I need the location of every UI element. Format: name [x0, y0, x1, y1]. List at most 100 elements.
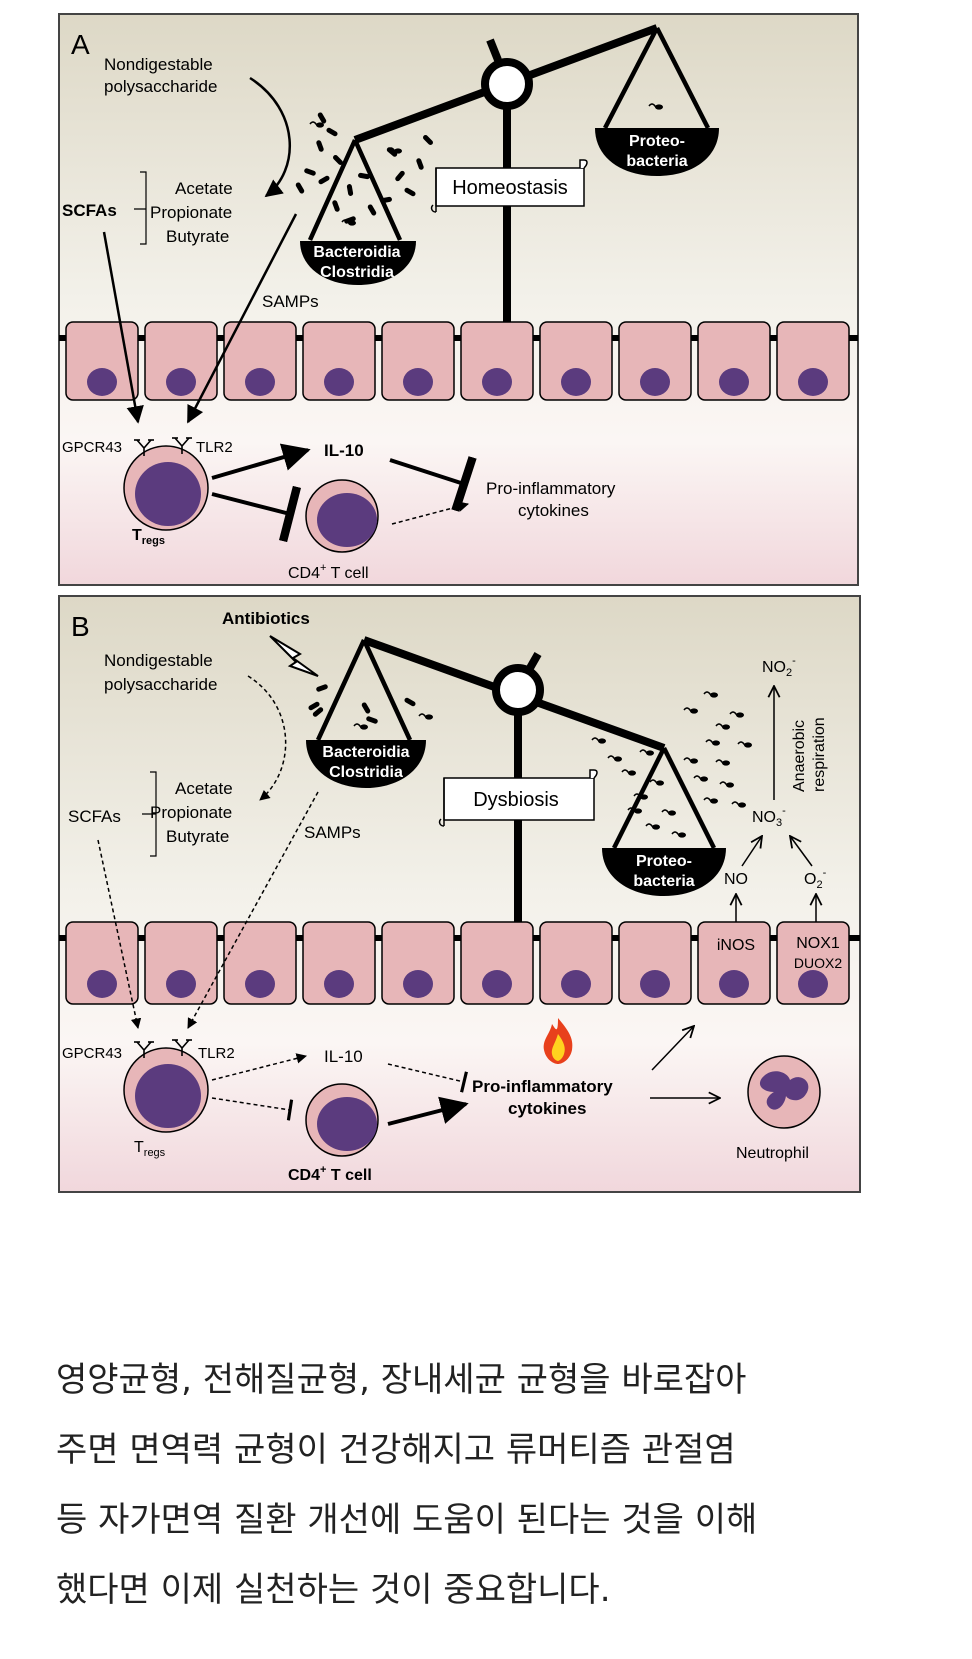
nondigestable-label-b-1: Nondigestable [104, 651, 213, 670]
left-pan-strings-b [315, 639, 413, 741]
caption-line-2: 주면 면역력 균형이 건강해지고 류머티즘 관절염 [56, 1430, 736, 1470]
il10-inhibits-cytokines-b [387, 1063, 468, 1093]
antibiotics-label: Antibiotics [222, 609, 310, 628]
scfa-bracket [134, 171, 147, 245]
acetate-label: Acetate [175, 179, 233, 198]
butyrate-label: Butyrate [166, 227, 229, 246]
no-to-no3-arrow [741, 836, 762, 867]
epithelial-nucleus [324, 368, 354, 396]
proinflam-label-a-2: cytokines [518, 501, 589, 520]
epithelial-cell [65, 321, 139, 401]
cd4-to-cytokines-arrow-a [391, 501, 470, 525]
epithelial-nucleus [87, 970, 117, 998]
right-pan [595, 128, 719, 176]
cd4-to-cytokines-arrow-b [387, 1096, 469, 1126]
il10-label-a: IL-10 [324, 441, 364, 460]
epithelial-cell [144, 321, 218, 401]
treg-nucleus-a [135, 462, 201, 526]
neutrophil-nucleus [759, 1071, 809, 1110]
propionate-label-b: Propionate [150, 803, 232, 822]
balance-pivot [481, 58, 533, 110]
gpcr43-label-a: GPCR43 [62, 439, 122, 456]
treg-to-il10-arrow [211, 443, 311, 480]
scfas-label-b: SCFAs [68, 807, 121, 826]
epithelial-cell [618, 321, 692, 401]
cd4-nucleus-b [317, 1097, 377, 1151]
left-pan-label-b-2: Clostridia [329, 764, 403, 781]
epithelial-nucleus [798, 970, 828, 998]
treg-nucleus-b [135, 1064, 201, 1128]
caption-line-1: 영양균형, 전해질균형, 장내세균 균형을 바로잡아 [56, 1360, 747, 1400]
epithelial-nucleus [245, 970, 275, 998]
caption-line-3: 등 자가면역 질환 개선에 도움이 된다는 것을 이해 [56, 1500, 758, 1540]
epithelial-cell [381, 921, 455, 1005]
tlr2-label-b: TLR2 [198, 1045, 235, 1062]
no2-label: NO2- [762, 655, 796, 679]
homeostasis-text: Homeostasis [452, 177, 568, 199]
propionate-label: Propionate [150, 203, 232, 222]
epithelial-cell [223, 921, 297, 1005]
dysbiosis-text: Dysbiosis [473, 789, 559, 811]
epithelial-cell [460, 321, 534, 401]
epithelial-nucleus [87, 368, 117, 396]
nondigestable-label-b-2: polysaccharide [104, 675, 217, 694]
epithelial-nucleus [561, 368, 591, 396]
samps-label: SAMPs [262, 292, 319, 311]
butyrate-label-b: Butyrate [166, 827, 229, 846]
cd4-label-a: CD4+ T cell [288, 562, 369, 582]
epithelial-nucleus [403, 368, 433, 396]
epithelial-cell [302, 921, 376, 1005]
left-pan-label-1: Bacteroidia [313, 244, 400, 261]
right-pan-label-1: Proteo- [629, 133, 685, 150]
epithelial-nucleus [482, 368, 512, 396]
acetate-label-b: Acetate [175, 779, 233, 798]
panel-b-letter: B [71, 611, 90, 642]
epithelial-cell [776, 321, 850, 401]
epithelial-cell [144, 921, 218, 1005]
epithelial-cell [697, 921, 771, 1005]
tregs-label-a: Tregs [132, 527, 165, 547]
epithelial-cell [460, 921, 534, 1005]
balance-top-stub [486, 38, 502, 62]
o2-label: O2- [804, 867, 827, 891]
cytokines-to-epithelium-arrow [651, 1026, 694, 1071]
il10-inhibits-cytokines [389, 456, 477, 512]
epithelial-cell [381, 321, 455, 401]
cd4-nucleus-a [317, 493, 377, 547]
nondigestable-label-1: Nondigestable [104, 55, 213, 74]
no-label: NO [724, 871, 748, 888]
nox1-label: NOX1 [796, 935, 840, 952]
right-pan-strings [603, 26, 711, 130]
balance-pivot-b [492, 664, 544, 716]
o2-to-no3-arrow [790, 836, 813, 867]
epithelial-nucleus [640, 368, 670, 396]
treg-inhibits-cd4-b [211, 1097, 294, 1121]
samps-label-b: SAMPs [304, 823, 361, 842]
epithelial-nucleus [245, 368, 275, 396]
treg-inhibits-cd4 [211, 485, 302, 543]
proinflam-label-b-1: Pro-inflammatory [472, 1077, 613, 1096]
inos-label: iNOS [717, 937, 755, 954]
right-pan-b [602, 848, 726, 896]
left-pan [300, 241, 416, 285]
caption: 영양균형, 전해질균형, 장내세균 균형을 바로잡아 주면 면역력 균형이 건강… [56, 1345, 936, 1625]
samps-to-tlr2-arrow [186, 213, 298, 424]
panel-a-letter: A [71, 29, 90, 60]
epithelium-cells-a [65, 321, 850, 401]
epithelial-nucleus [166, 368, 196, 396]
epithelial-cell [618, 921, 692, 1005]
epithelial-nucleus [719, 368, 749, 396]
right-pan-label-b-2: bacteria [633, 873, 694, 890]
epithelial-cell [776, 921, 850, 1005]
epithelial-nucleus [798, 368, 828, 396]
epithelial-nucleus [166, 970, 196, 998]
epithelial-cell [539, 321, 613, 401]
lightning-icon [269, 635, 319, 677]
proinflam-label-b-2: cytokines [508, 1099, 586, 1118]
scfas-label: SCFAs [62, 201, 117, 220]
scfa-bracket-b [142, 771, 157, 857]
tregs-label-b: Tregs [134, 1139, 166, 1159]
epithelial-nucleus [640, 970, 670, 998]
balance-top-stub-b [526, 652, 542, 670]
